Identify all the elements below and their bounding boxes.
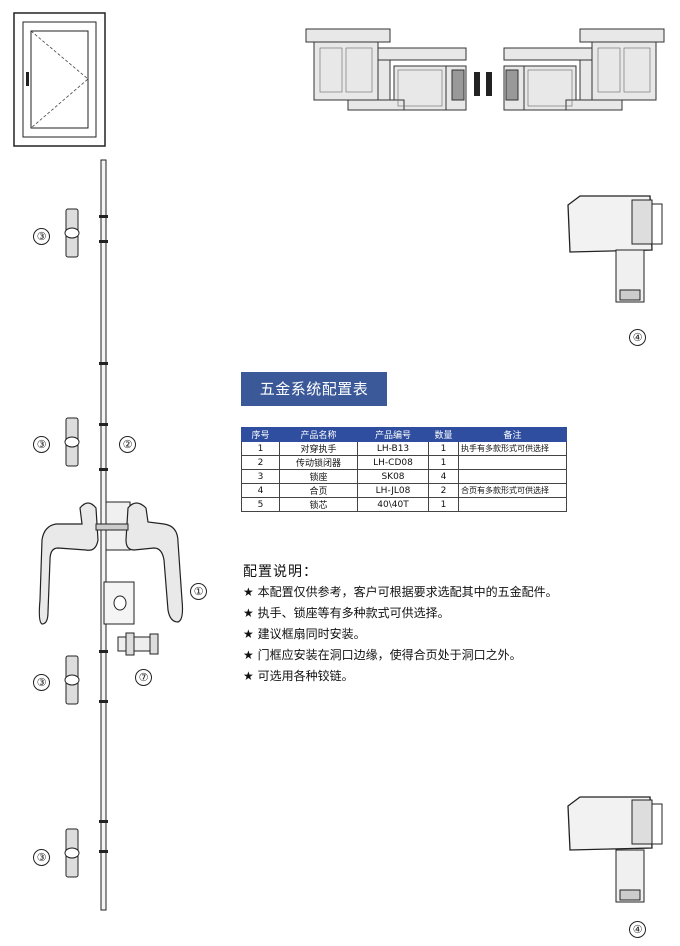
table-cell: 4 [241, 483, 280, 498]
header-cell: 产品名称 [279, 427, 358, 442]
callout-7: ⑦ [135, 669, 152, 686]
table-cell: 对穿执手 [279, 441, 358, 456]
table-cell: 40\40T [357, 497, 429, 512]
table-row: 3 锁座 SK08 4 [241, 469, 567, 484]
note-item: ★ 门框应安装在洞口边缘，使得合页处于洞口之外。 [243, 648, 522, 662]
table-row: 1 对穿执手 LH-B13 1 执手有多款形式可供选择 [241, 441, 567, 456]
header-cell: 数量 [428, 427, 459, 442]
table-cell: 合页 [279, 483, 358, 498]
table-cell [458, 455, 567, 470]
table-cell: 1 [428, 455, 459, 470]
callout-4: ④ [629, 921, 646, 938]
notes-list: ★ 本配置仅供参考，客户可根据要求选配其中的五金配件。 ★ 执手、锁座等有多种款… [243, 582, 558, 687]
table-cell: SK08 [357, 469, 429, 484]
table-cell: 合页有多款形式可供选择 [458, 483, 567, 498]
table-header-row: 序号 产品名称 产品编号 数量 备注 [241, 427, 567, 442]
callout-3: ③ [33, 849, 50, 866]
table-cell: 锁芯 [279, 497, 358, 512]
note-item: ★ 可选用各种铰链。 [243, 669, 354, 683]
section-title: 五金系统配置表 [241, 372, 387, 406]
table-row: 2 传动锁闭器 LH-CD08 1 [241, 455, 567, 470]
hardware-config-table: 序号 产品名称 产品编号 数量 备注 1 对穿执手 LH-B13 1 执手有多款… [241, 427, 567, 512]
table-cell: LH-JL08 [357, 483, 429, 498]
callout-4: ④ [629, 329, 646, 346]
callout-2: ② [119, 436, 136, 453]
table-cell: 3 [241, 469, 280, 484]
table-cell: LH-CD08 [357, 455, 429, 470]
callout-1: ① [190, 583, 207, 600]
header-cell: 产品编号 [357, 427, 429, 442]
table-cell: 传动锁闭器 [279, 455, 358, 470]
header-cell: 备注 [458, 427, 567, 442]
table-cell [458, 497, 567, 512]
table-row: 4 合页 LH-JL08 2 合页有多款形式可供选择 [241, 483, 567, 498]
callout-3: ③ [33, 674, 50, 691]
note-item: ★ 本配置仅供参考，客户可根据要求选配其中的五金配件。 [243, 585, 558, 599]
table-cell: 1 [241, 441, 280, 456]
note-item: ★ 建议框扇同时安装。 [243, 627, 366, 641]
callout-3: ③ [33, 436, 50, 453]
notes-title: 配置说明： [243, 564, 318, 580]
callout-3: ③ [33, 228, 50, 245]
table-cell: 5 [241, 497, 280, 512]
table-cell [458, 469, 567, 484]
table-cell: 1 [428, 497, 459, 512]
note-item: ★ 执手、锁座等有多种款式可供选择。 [243, 606, 450, 620]
table-cell: 2 [428, 483, 459, 498]
header-cell: 序号 [241, 427, 280, 442]
table-cell: 执手有多款形式可供选择 [458, 441, 567, 456]
table-cell: 2 [241, 455, 280, 470]
table-cell: 锁座 [279, 469, 358, 484]
table-cell: 1 [428, 441, 459, 456]
table-row: 5 锁芯 40\40T 1 [241, 497, 567, 512]
table-cell: 4 [428, 469, 459, 484]
table-cell: LH-B13 [357, 441, 429, 456]
